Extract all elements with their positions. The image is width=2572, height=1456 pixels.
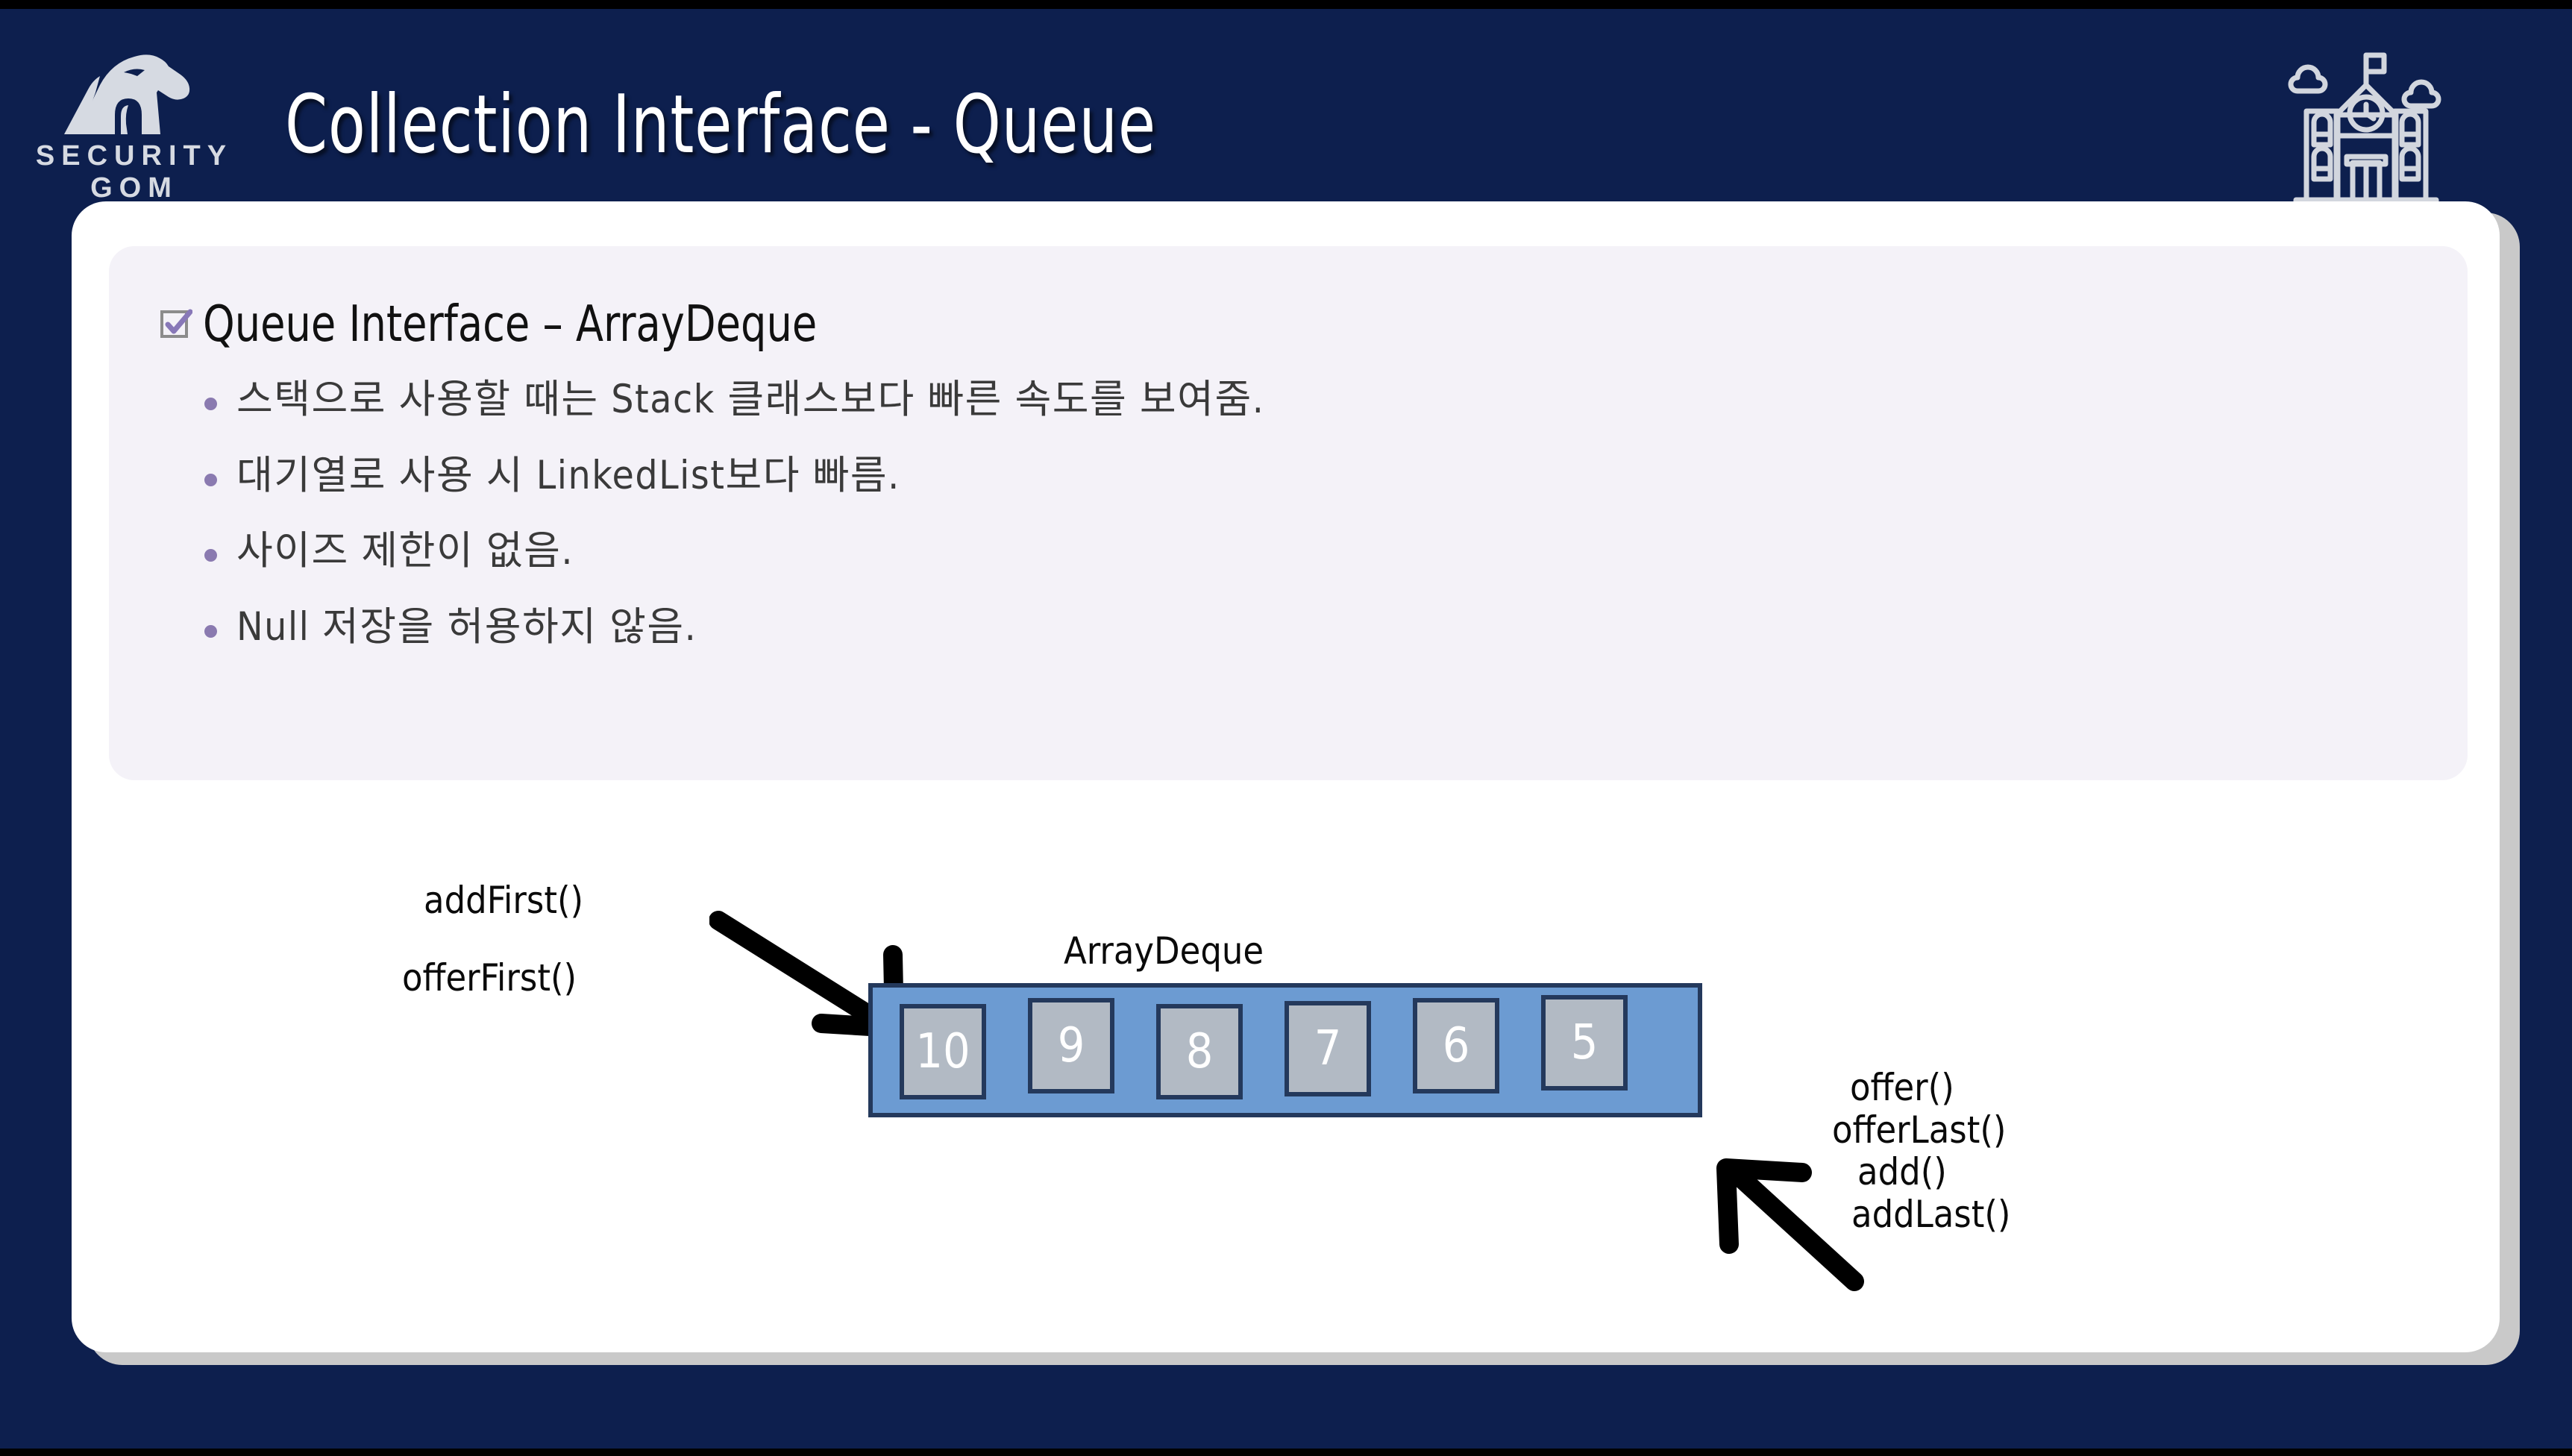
label-offer: offer(): [1850, 1066, 1954, 1109]
deque-cell: 7: [1285, 1001, 1371, 1096]
deque-cell: 6: [1413, 998, 1499, 1093]
deque-title: ArrayDeque: [1064, 929, 1264, 973]
deque-container: 10 9 8 7 6 5: [868, 983, 1702, 1117]
label-add-last: addLast(): [1851, 1192, 2011, 1236]
bullet-list: 스택으로 사용할 때는 Stack 클래스보다 빠른 속도를 보여줌. 대기열로…: [204, 377, 1264, 680]
list-item-label: 대기열로 사용 시 LinkedList보다 빠름.: [236, 452, 900, 498]
panel-heading: Queue Interface – ArrayDeque: [160, 295, 885, 353]
back-operation-labels: offer() offerLast() add() addLast(): [1832, 1067, 2010, 1235]
deque-cell: 5: [1541, 995, 1628, 1091]
label-offer-last: offerLast(): [1832, 1108, 2007, 1152]
list-item: Null 저장을 허용하지 않음.: [204, 604, 1264, 651]
bullet-dot-icon: [204, 549, 217, 562]
list-item: 사이즈 제한이 없음.: [204, 528, 1264, 575]
list-item-label: Null 저장을 허용하지 않음.: [236, 603, 697, 650]
bottom-edge-strip: [0, 1449, 2572, 1456]
label-offer-first: offerFirst(): [402, 956, 577, 1000]
bear-logo-icon: [64, 54, 190, 134]
brand-logo-text: SECURITY GOM: [35, 140, 233, 204]
panel-heading-text: Queue Interface – ArrayDeque: [203, 295, 818, 353]
bullet-dot-icon: [204, 624, 217, 638]
deque-cells: 10 9 8 7 6 5: [873, 988, 1698, 1113]
page-title: Collection Interface - Queue: [285, 78, 1156, 172]
brand-logo: SECURITY GOM: [10, 46, 257, 204]
top-edge-strip: [0, 0, 2572, 9]
deque-cell: 10: [900, 1004, 986, 1099]
list-item-label: 스택으로 사용할 때는 Stack 클래스보다 빠른 속도를 보여줌.: [236, 377, 1265, 422]
school-building-icon: [2272, 39, 2460, 212]
label-add: add(): [1857, 1150, 1947, 1193]
deque-cell: 9: [1028, 998, 1114, 1093]
list-item: 대기열로 사용 시 LinkedList보다 빠름.: [204, 453, 1264, 500]
bullet-dot-icon: [204, 398, 217, 410]
checked-checkbox-icon: [160, 307, 192, 340]
label-add-first: addFirst(): [424, 879, 584, 922]
list-item-label: 사이즈 제한이 없음.: [236, 528, 574, 574]
deque-cell: 8: [1156, 1004, 1243, 1099]
arraydeque-diagram: addFirst() offerFirst() ArrayDeque 10 9 …: [72, 783, 2500, 1350]
list-item: 스택으로 사용할 때는 Stack 클래스보다 빠른 속도를 보여줌.: [204, 377, 1264, 424]
bullet-dot-icon: [204, 473, 217, 486]
bullet-panel: Queue Interface – ArrayDeque 스택으로 사용할 때는…: [109, 246, 2468, 780]
arrow-up-left-icon: [1713, 1156, 1929, 1313]
